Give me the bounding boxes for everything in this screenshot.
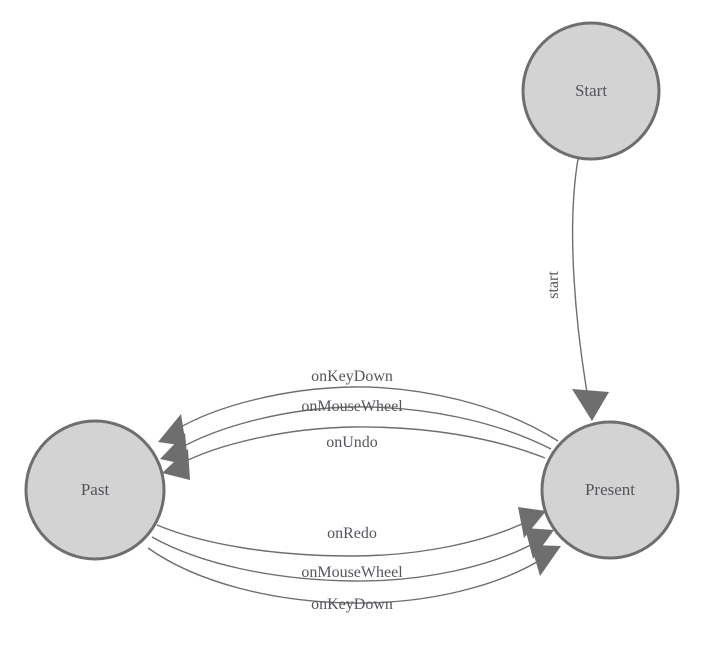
edge-start-to-present[interactable]: start	[545, 158, 609, 421]
node-past-circle	[24, 419, 166, 561]
edge-present-to-past-onmousewheel[interactable]: onMouseWheel	[160, 398, 552, 465]
edge-present-to-past-onundo[interactable]: onUndo	[162, 426, 546, 480]
edge-present-to-past-onundo-arrowhead	[162, 449, 190, 480]
edge-past-to-present-onkeydown[interactable]: onKeyDown	[147, 545, 561, 613]
edge-past-to-present-onkeydown-label: onKeyDown	[311, 596, 393, 613]
edge-past-to-present-onmousewheel-arrowhead	[525, 528, 554, 559]
node-start[interactable]: Start	[521, 21, 661, 161]
edge-present-to-past-onkeydown-arrowhead	[158, 414, 186, 446]
edge-present-to-past-onkeydown-path	[173, 386, 559, 442]
edge-past-to-present-onredo-arrowhead	[518, 507, 546, 538]
edge-present-to-past-onkeydown-label: onKeyDown	[311, 368, 393, 385]
node-start-circle	[521, 21, 661, 161]
node-present-circle	[540, 420, 680, 560]
edge-start-to-present-arrowhead	[572, 389, 609, 421]
edge-start-to-present-path	[571, 158, 590, 405]
edge-present-to-past-onundo-label: onUndo	[326, 434, 378, 451]
edge-past-to-present-onkeydown-arrowhead	[531, 545, 561, 576]
edge-past-to-present-onmousewheel-path	[151, 536, 539, 582]
edge-past-to-present-onkeydown-path	[147, 547, 546, 604]
edge-present-to-past-onmousewheel-label: onMouseWheel	[301, 398, 403, 415]
node-present[interactable]: Present	[540, 420, 680, 560]
edge-past-to-present-onredo-label: onRedo	[327, 525, 377, 542]
edge-start-to-present-label: start	[545, 271, 562, 299]
node-start-label: Start	[575, 81, 607, 100]
node-present-label: Present	[585, 480, 635, 499]
edge-present-to-past-onkeydown[interactable]: onKeyDown	[158, 368, 559, 446]
node-past-label: Past	[81, 480, 110, 499]
edge-past-to-present-onredo[interactable]: onRedo	[156, 507, 546, 557]
node-past[interactable]: Past	[24, 419, 166, 561]
edge-past-to-present-onmousewheel-label: onMouseWheel	[301, 564, 403, 581]
edge-present-to-past-onmousewheel-path	[176, 406, 552, 451]
edge-past-to-present-onmousewheel[interactable]: onMouseWheel	[151, 528, 554, 582]
edge-present-to-past-onundo-path	[179, 426, 546, 465]
edge-past-to-present-onredo-path	[156, 520, 529, 557]
